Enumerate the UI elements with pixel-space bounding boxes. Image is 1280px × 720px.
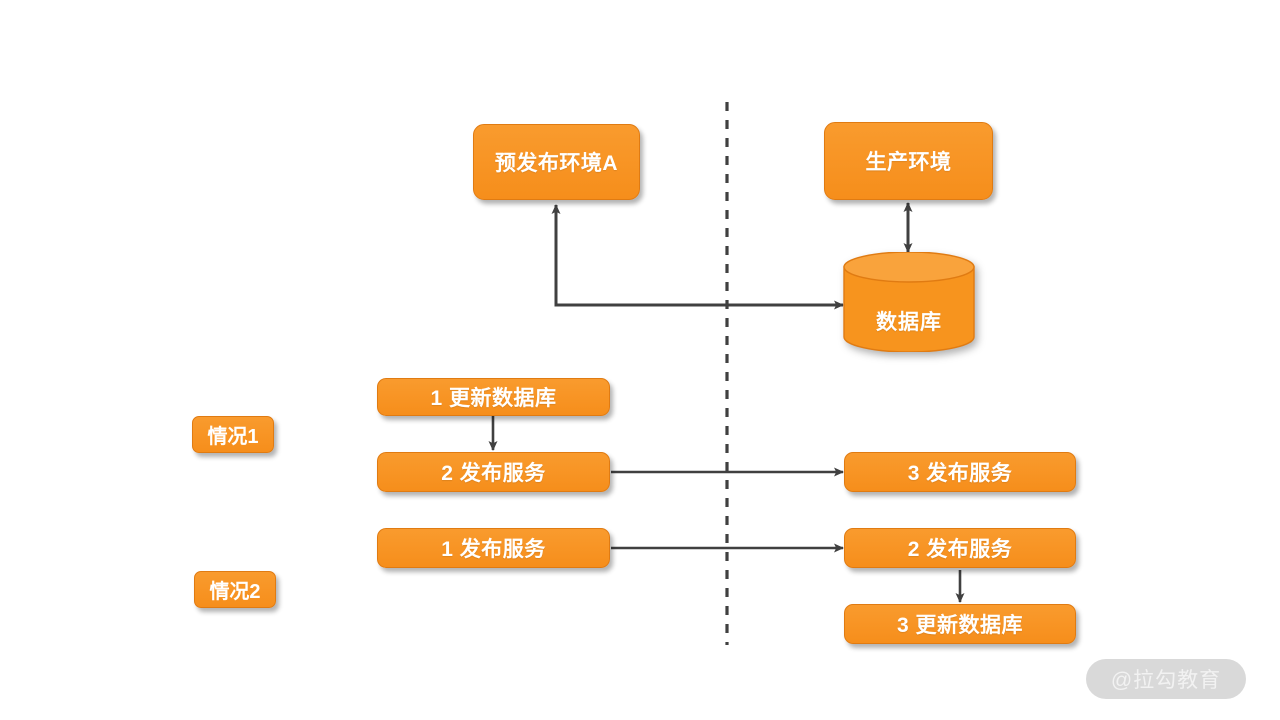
- node-database-label: 数据库: [876, 311, 942, 334]
- node-production-environment-label: 生产环境: [865, 151, 952, 174]
- watermark: @拉勾教育: [1086, 659, 1246, 699]
- node-case1-left-step2[interactable]: 2 发布服务: [377, 452, 610, 492]
- badge-case2-label: 情况2: [209, 581, 261, 603]
- node-production-environment[interactable]: 生产环境: [824, 122, 993, 200]
- node-case1-right-step3-label: 3 发布服务: [907, 462, 1013, 485]
- node-case1-left-step1[interactable]: 1 更新数据库: [377, 378, 610, 416]
- database-cylinder-icon: [843, 251, 975, 353]
- node-prerelease-environment-label: 预发布环境A: [494, 152, 619, 175]
- node-database[interactable]: 数据库: [843, 251, 975, 353]
- edge-database-to-prerelease: [551, 204, 840, 307]
- node-case1-right-step3[interactable]: 3 发布服务: [844, 452, 1076, 492]
- watermark-label: @拉勾教育: [1110, 669, 1222, 692]
- node-case2-left-step1-label: 1 发布服务: [441, 538, 546, 561]
- badge-case1: 情况1: [192, 416, 274, 453]
- node-case2-right-step3-label: 3 更新数据库: [896, 614, 1023, 637]
- node-case1-left-step2-label: 2 发布服务: [441, 462, 546, 485]
- node-case2-right-step2[interactable]: 2 发布服务: [844, 528, 1076, 568]
- node-case2-left-step1[interactable]: 1 发布服务: [377, 528, 610, 568]
- node-prerelease-environment[interactable]: 预发布环境A: [473, 124, 640, 200]
- node-case1-left-step1-label: 1 更新数据库: [430, 387, 557, 410]
- badge-case1-label: 情况1: [207, 426, 259, 448]
- badge-case2: 情况2: [194, 571, 276, 608]
- node-case2-right-step3[interactable]: 3 更新数据库: [844, 604, 1076, 644]
- node-case2-right-step2-label: 2 发布服务: [907, 538, 1013, 561]
